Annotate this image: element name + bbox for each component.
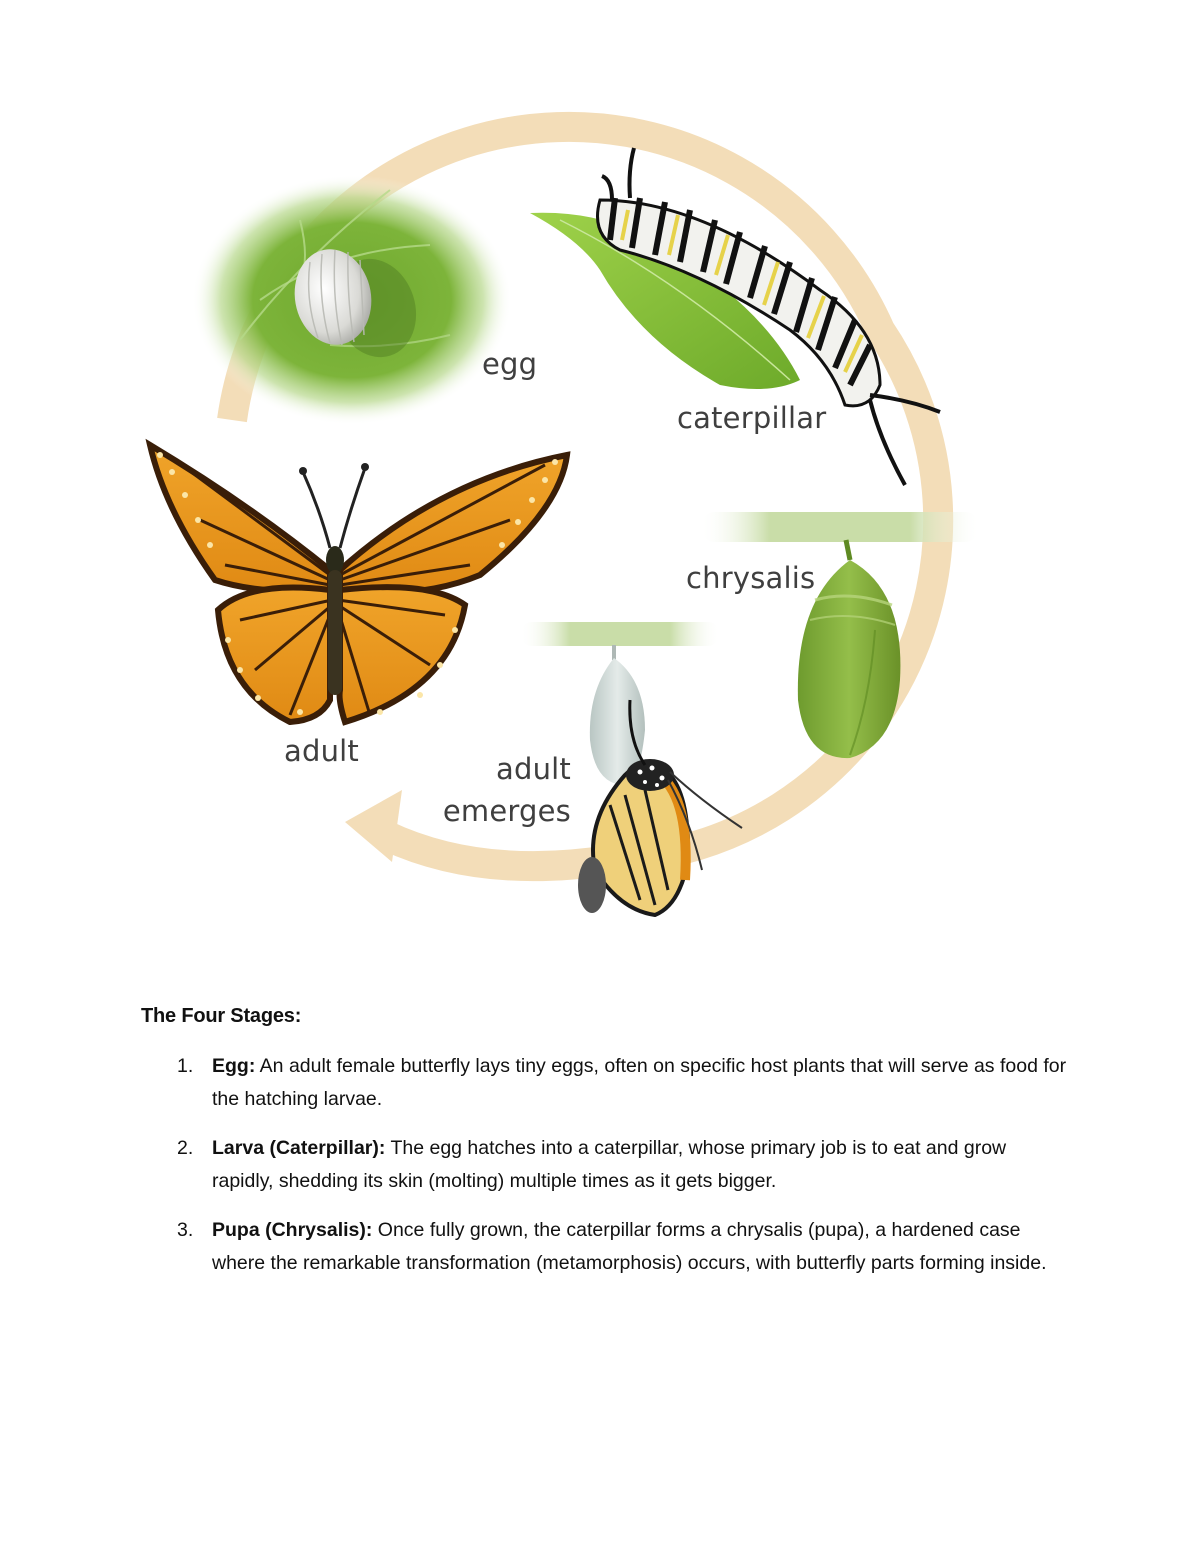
section-heading: The Four Stages: [141,1005,302,1027]
list-item: 2. Larva (Caterpillar): The egg hatches … [141,1132,1071,1198]
stage-description: The egg hatches into a caterpillar, whos… [212,1137,1007,1192]
list-item: 3. Pupa (Chrysalis): Once fully grown, t… [141,1214,1071,1280]
life-cycle-illustration [145,111,980,918]
list-number: 2. [177,1137,194,1159]
list-item: 1. Egg: An adult female butterfly lays t… [141,1050,1071,1116]
life-cycle-figure: egg caterpillar chrysalis adult emerges … [145,111,980,918]
adult-emerging-illustration [520,622,743,918]
chrysalis-label: chrysalis [686,561,816,595]
adult-emerges-label-line1: adult [496,752,571,786]
egg-illustration [192,175,512,425]
egg-label: egg [482,347,538,381]
chrysalis-illustration [700,512,980,759]
list-number: 3. [177,1219,194,1241]
stage-description: Once fully grown, the caterpillar forms … [212,1219,1047,1274]
stage-term: Pupa (Chrysalis): [212,1219,373,1241]
stages-list: 1. Egg: An adult female butterfly lays t… [141,1050,1071,1280]
stage-term: Egg: [212,1055,256,1077]
caterpillar-label: caterpillar [677,401,827,435]
stage-term: Larva (Caterpillar): [212,1137,386,1159]
stage-description: An adult female butterfly lays tiny eggs… [212,1055,1067,1110]
list-number: 1. [177,1055,194,1077]
stages-text: The Four Stages: 1. Egg: An adult female… [141,1005,1071,1296]
adult-emerges-label-line2: emerges [442,794,571,828]
adult-butterfly-illustration [145,438,571,726]
adult-label: adult [284,734,359,768]
caterpillar-illustration [530,147,941,486]
